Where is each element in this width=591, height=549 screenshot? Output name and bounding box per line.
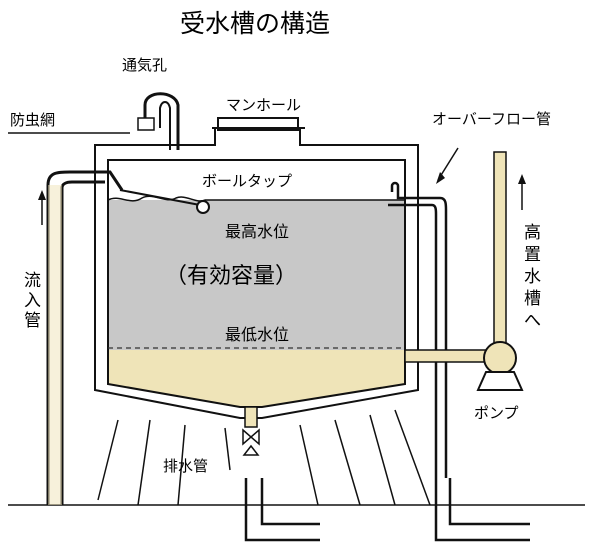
label-elevated-3: 水 [524, 267, 541, 287]
vent-pipe-inner [159, 101, 171, 150]
label-elevated-2: 置 [524, 245, 541, 265]
label-vent: 通気孔 [122, 56, 167, 74]
label-inflow-pipe-3: 管 [24, 311, 41, 331]
label-ball-tap: ボールタップ [202, 172, 292, 190]
label-manhole: マンホール [226, 96, 301, 114]
tank-inner-wall [107, 159, 406, 408]
drain-funnel [242, 444, 260, 456]
overflow-pointer-head [436, 172, 445, 184]
drain-floor-pipe [244, 478, 320, 542]
riser-pipe [493, 151, 507, 349]
label-elevated-4: 槽 [524, 289, 541, 309]
overflow-pipe [390, 181, 448, 478]
label-overflow-pipe: オーバーフロー管 [432, 110, 551, 128]
ball-tap-float [196, 200, 210, 214]
diagram-title: 受水槽の構造 [180, 9, 330, 38]
label-pump: ポンプ [474, 404, 519, 422]
drain-valve [242, 428, 260, 446]
vent-pipe [143, 92, 180, 150]
effective-water-region [108, 200, 405, 350]
label-high-water-level: 最高水位 [225, 222, 289, 241]
ball-tap-arm [119, 189, 201, 206]
inflow-arrowhead [38, 190, 46, 200]
label-low-water-level: 最低水位 [225, 325, 289, 344]
overflow-floor-pipe [434, 478, 530, 542]
tank-support-lines [97, 409, 431, 506]
riser-arrowhead [518, 174, 526, 184]
vent-cap [137, 117, 155, 131]
label-elevated-5: へ [524, 311, 541, 331]
drain-outlet [244, 406, 258, 428]
label-drain-pipe: 排水管 [163, 457, 208, 475]
outflow-pipe [404, 349, 496, 363]
label-insect-net: 防虫網 [10, 111, 55, 129]
inflow-pipe-inner [60, 180, 105, 505]
label-inflow-pipe-1: 流 [24, 271, 41, 291]
overflow-pipe-inner [388, 203, 438, 478]
inflow-pipe-fill [48, 185, 62, 505]
label-inflow-pipe-2: 入 [24, 291, 41, 311]
manhole [212, 117, 305, 131]
inflow-pipe-outer [46, 170, 124, 505]
label-elevated-1: 高 [524, 223, 541, 243]
pump [476, 341, 524, 391]
label-effective-capacity: （有効容量） [165, 264, 297, 289]
dead-water-region [108, 350, 405, 407]
